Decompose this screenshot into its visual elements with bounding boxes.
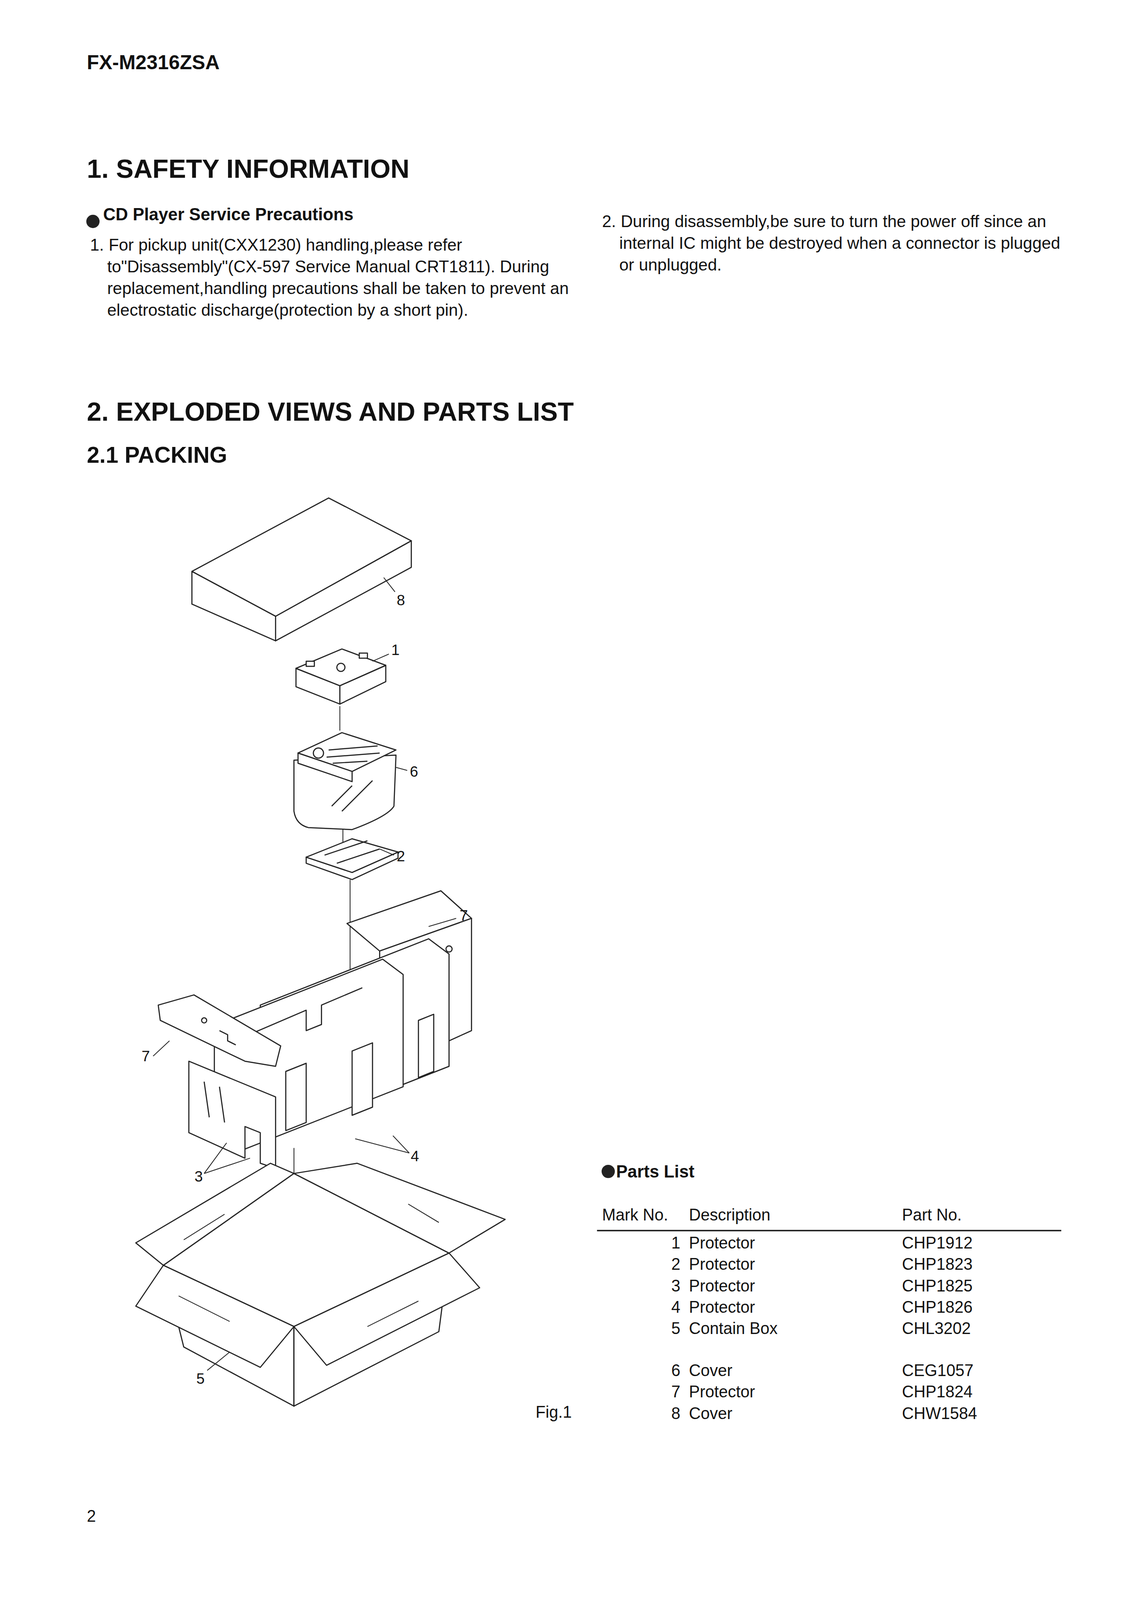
table-cell: 5 [671, 1318, 681, 1339]
callout-number: 7 [141, 1047, 150, 1066]
section-heading: 2. EXPLODED VIEWS AND PARTS LIST [86, 395, 574, 428]
note-text: 1. For pickup unit(CXX1230) handling,ple… [90, 234, 583, 322]
table-cell: Protector [688, 1297, 755, 1317]
callout-number: 7 [459, 906, 468, 925]
bullet [86, 214, 100, 228]
table-cell: CHP1823 [901, 1254, 973, 1274]
callout-number: 1 [391, 640, 400, 660]
table-cell: Protector [688, 1233, 755, 1253]
table-cell: CHP1825 [901, 1276, 973, 1296]
protector-panel [158, 994, 281, 1067]
callout-number: 4 [410, 1147, 419, 1166]
section-heading: 1. SAFETY INFORMATION [86, 152, 410, 185]
cover-box [191, 498, 412, 641]
table-cell: 6 [671, 1360, 681, 1381]
contain-box [135, 1163, 506, 1407]
table-cell: 8 [671, 1403, 681, 1424]
callout-number: 5 [196, 1369, 205, 1388]
protector-bracket [295, 649, 386, 705]
table-cell: Protector [688, 1276, 755, 1296]
table-cell: CHP1912 [901, 1233, 973, 1253]
figure-caption: Fig.1 [535, 1402, 572, 1422]
table-cell: 4 [671, 1297, 681, 1317]
table-cell: Cover [688, 1360, 733, 1381]
table-cell: CHP1824 [901, 1381, 973, 1402]
table-heading: Parts List [616, 1161, 695, 1183]
table-cell: CHW1584 [901, 1403, 978, 1424]
callout-number: 6 [409, 762, 418, 781]
table-header: Part No. [901, 1205, 962, 1225]
table-cell: CEG1057 [901, 1360, 974, 1381]
leader-line [153, 577, 457, 1371]
table-rule [597, 1229, 1062, 1232]
subsection-heading: 2.1 PACKING [86, 441, 228, 469]
note-text: 2. During disassembly,be sure to turn th… [602, 210, 1063, 276]
table-cell: CHL3202 [901, 1318, 971, 1339]
subheading: CD Player Service Precautions [103, 204, 354, 226]
bullet [601, 1164, 615, 1178]
callout-number: 2 [396, 847, 405, 866]
table-cell: 3 [671, 1276, 681, 1296]
page-number: 2 [86, 1506, 96, 1526]
case-cover [294, 732, 397, 830]
table-cell: Contain Box [688, 1318, 778, 1339]
table-cell: 2 [671, 1254, 681, 1274]
table-cell: Cover [688, 1403, 733, 1424]
protector-tray [306, 838, 399, 880]
model-header: FX-M2316ZSA [86, 50, 220, 75]
callout-number: 3 [194, 1167, 203, 1186]
callout-number: 8 [396, 591, 405, 610]
table-cell: CHP1826 [901, 1297, 973, 1317]
table-cell: 7 [671, 1381, 681, 1402]
table-cell: 1 [671, 1233, 681, 1253]
table-cell: Protector [688, 1254, 755, 1274]
table-cell: Protector [688, 1381, 755, 1402]
table-header: Description [688, 1205, 771, 1225]
table-header: Mark No. [602, 1205, 669, 1225]
